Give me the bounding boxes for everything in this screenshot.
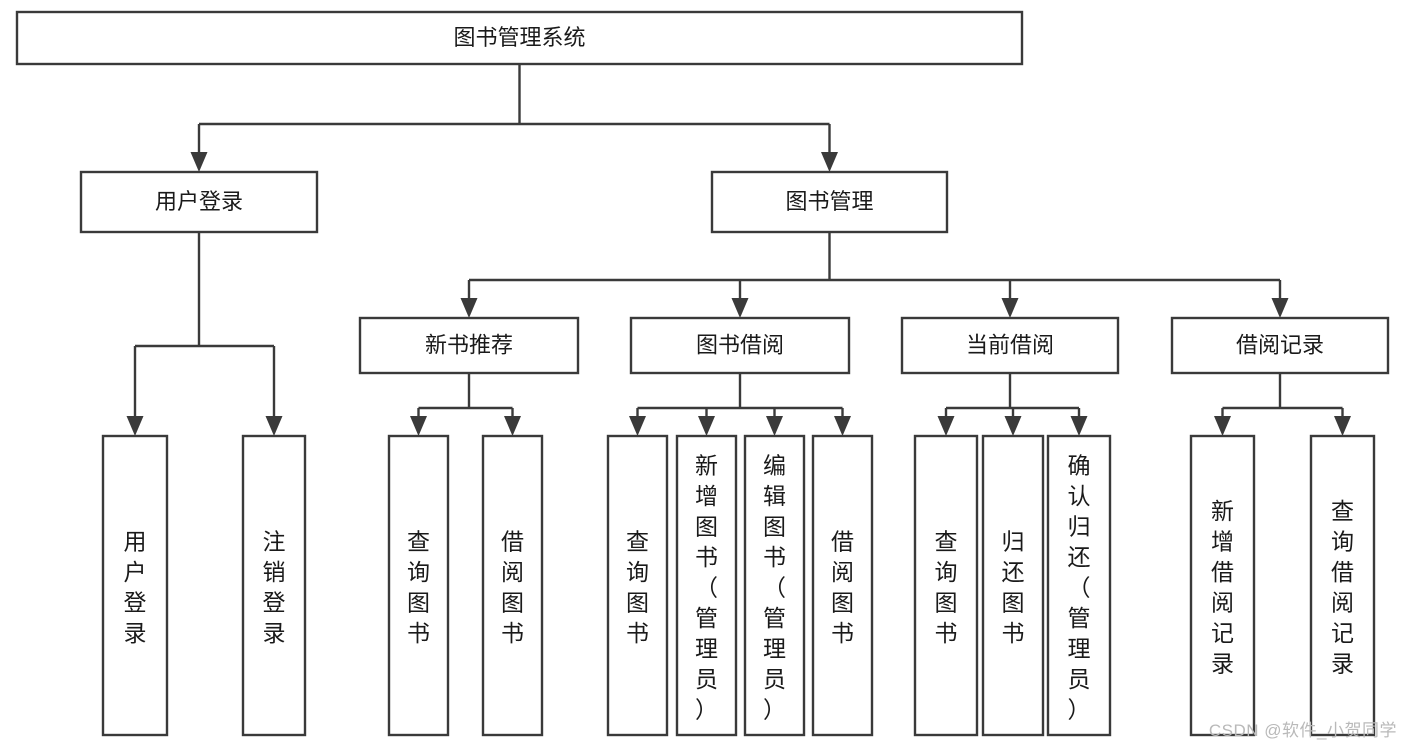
node-layer: 图书管理系统用户登录图书管理新书推荐图书借阅当前借阅借阅记录用户登录注销登录查询… bbox=[15, 10, 1390, 737]
node-leaf-leaf-add-borrow-record[interactable]: 新增借阅记录 bbox=[1189, 434, 1256, 737]
node-box-leaf-edit-book-admin[interactable] bbox=[743, 434, 806, 737]
node-leaf-leaf-return-book[interactable]: 归还图书 bbox=[981, 434, 1045, 737]
node-box-new-book-recommend[interactable] bbox=[358, 316, 580, 375]
node-box-leaf-return-book[interactable] bbox=[981, 434, 1045, 737]
edge-group-root bbox=[190, 64, 838, 172]
arrow-icon-edge-new-book-recommend-to-leaf-query-book-recommend bbox=[410, 416, 427, 436]
edge-group-user-login bbox=[126, 232, 283, 436]
node-box-leaf-user-login[interactable] bbox=[101, 434, 169, 737]
node-label-leaf-query-book-current: 查询图书 bbox=[935, 529, 958, 647]
arrow-icon-edge-book-management-to-new-book-recommend bbox=[460, 298, 478, 318]
arrow-icon-edge-current-borrow-to-leaf-return-book bbox=[1004, 416, 1022, 436]
node-label-leaf-borrow-book-recommend: 借阅图书 bbox=[501, 529, 524, 647]
arrow-icon-edge-book-borrow-to-leaf-borrow-book bbox=[834, 416, 851, 436]
node-leaf-leaf-query-book-recommend[interactable]: 查询图书 bbox=[387, 434, 450, 737]
node-leaf-leaf-borrow-book-recommend[interactable]: 借阅图书 bbox=[481, 434, 544, 737]
arrow-icon-edge-root-to-book-management bbox=[821, 152, 838, 172]
node-box-leaf-query-book-recommend[interactable] bbox=[387, 434, 450, 737]
node-label-leaf-confirm-return-admin: 确认归还（管理员） bbox=[1068, 452, 1091, 722]
node-box-root[interactable] bbox=[15, 10, 1024, 66]
node-label-book-borrow: 图书借阅 bbox=[696, 332, 784, 357]
node-label-user-login: 用户登录 bbox=[155, 189, 243, 214]
node-leaf-leaf-query-book-borrow[interactable]: 查询图书 bbox=[606, 434, 669, 737]
node-box-leaf-logout[interactable] bbox=[241, 434, 307, 737]
node-label-leaf-borrow-book: 借阅图书 bbox=[831, 529, 854, 647]
csdn-watermark: CSDN @软件_小贺同学 bbox=[1208, 721, 1397, 740]
node-box-leaf-query-book-borrow[interactable] bbox=[606, 434, 669, 737]
node-label-borrow-record: 借阅记录 bbox=[1236, 332, 1324, 357]
node-label-leaf-add-borrow-record: 新增借阅记录 bbox=[1211, 498, 1234, 677]
node-label-leaf-edit-book-admin: 编辑图书（管理员） bbox=[763, 452, 786, 722]
node-level3-book-borrow[interactable]: 图书借阅 bbox=[629, 316, 851, 375]
node-leaf-leaf-query-book-current[interactable]: 查询图书 bbox=[913, 434, 979, 737]
node-leaf-leaf-edit-book-admin[interactable]: 编辑图书（管理员） bbox=[743, 434, 806, 737]
node-box-borrow-record[interactable] bbox=[1170, 316, 1390, 375]
node-box-leaf-add-borrow-record[interactable] bbox=[1189, 434, 1256, 737]
arrow-icon-edge-borrow-record-to-leaf-add-borrow-record bbox=[1214, 416, 1231, 436]
node-level3-current-borrow[interactable]: 当前借阅 bbox=[900, 316, 1120, 375]
node-label-leaf-query-book-borrow: 查询图书 bbox=[626, 529, 649, 647]
node-box-current-borrow[interactable] bbox=[900, 316, 1120, 375]
arrow-icon-edge-root-to-user-login bbox=[190, 152, 208, 172]
connector-layer bbox=[126, 64, 1351, 436]
arrow-icon-edge-book-borrow-to-leaf-edit-book-admin bbox=[766, 416, 783, 436]
node-level3-new-book-recommend[interactable]: 新书推荐 bbox=[358, 316, 580, 375]
node-box-book-borrow[interactable] bbox=[629, 316, 851, 375]
edge-group-current-borrow bbox=[937, 373, 1088, 436]
node-leaf-leaf-confirm-return-admin[interactable]: 确认归还（管理员） bbox=[1046, 434, 1112, 737]
node-leaf-leaf-logout[interactable]: 注销登录 bbox=[241, 434, 307, 737]
node-label-leaf-user-login: 用户登录 bbox=[124, 529, 147, 647]
node-box-leaf-confirm-return-admin[interactable] bbox=[1046, 434, 1112, 737]
arrow-icon-edge-book-borrow-to-leaf-query-book-borrow bbox=[629, 416, 646, 436]
edge-group-borrow-record bbox=[1214, 373, 1351, 436]
node-label-book-management: 图书管理 bbox=[785, 189, 873, 214]
node-box-leaf-add-book-admin[interactable] bbox=[675, 434, 738, 737]
arrow-icon-edge-book-management-to-book-borrow bbox=[731, 298, 749, 318]
node-label-root: 图书管理系统 bbox=[453, 25, 585, 50]
node-label-leaf-add-book-admin: 新增图书（管理员） bbox=[695, 452, 718, 722]
node-leaf-leaf-user-login[interactable]: 用户登录 bbox=[101, 434, 169, 737]
node-label-leaf-logout: 注销登录 bbox=[263, 529, 286, 647]
arrow-icon-edge-book-borrow-to-leaf-add-book-admin bbox=[698, 416, 715, 436]
node-label-new-book-recommend: 新书推荐 bbox=[425, 332, 513, 357]
arrow-icon-edge-borrow-record-to-leaf-query-borrow-record bbox=[1334, 416, 1351, 436]
arrow-icon-edge-current-borrow-to-leaf-confirm-return-admin bbox=[1070, 416, 1088, 436]
node-label-leaf-query-book-recommend: 查询图书 bbox=[407, 529, 430, 647]
edge-group-book-borrow bbox=[629, 373, 851, 436]
edge-group-book-management bbox=[460, 232, 1289, 318]
arrow-icon-edge-user-login-to-leaf-logout bbox=[265, 416, 283, 436]
node-level2-book-management[interactable]: 图书管理 bbox=[710, 170, 949, 234]
arrow-icon-edge-book-management-to-borrow-record bbox=[1271, 298, 1289, 318]
arrow-icon-edge-user-login-to-leaf-user-login bbox=[126, 416, 144, 436]
edge-group-new-book-recommend bbox=[410, 373, 521, 436]
arrow-icon-edge-book-management-to-current-borrow bbox=[1001, 298, 1019, 318]
node-label-current-borrow: 当前借阅 bbox=[966, 332, 1054, 357]
arrow-icon-edge-current-borrow-to-leaf-query-book-current bbox=[937, 416, 955, 436]
node-box-book-management[interactable] bbox=[710, 170, 949, 234]
node-leaf-leaf-borrow-book[interactable]: 借阅图书 bbox=[811, 434, 874, 737]
node-box-user-login[interactable] bbox=[79, 170, 319, 234]
node-box-leaf-borrow-book[interactable] bbox=[811, 434, 874, 737]
node-root-root[interactable]: 图书管理系统 bbox=[15, 10, 1024, 66]
node-box-leaf-borrow-book-recommend[interactable] bbox=[481, 434, 544, 737]
node-level2-user-login[interactable]: 用户登录 bbox=[79, 170, 319, 234]
node-label-leaf-query-borrow-record: 查询借阅记录 bbox=[1331, 498, 1354, 677]
node-label-leaf-return-book: 归还图书 bbox=[1002, 529, 1025, 647]
node-leaf-leaf-query-borrow-record[interactable]: 查询借阅记录 bbox=[1309, 434, 1376, 737]
node-level3-borrow-record[interactable]: 借阅记录 bbox=[1170, 316, 1390, 375]
node-box-leaf-query-borrow-record[interactable] bbox=[1309, 434, 1376, 737]
arrow-icon-edge-new-book-recommend-to-leaf-borrow-book-recommend bbox=[504, 416, 521, 436]
node-leaf-leaf-add-book-admin[interactable]: 新增图书（管理员） bbox=[675, 434, 738, 737]
node-box-leaf-query-book-current[interactable] bbox=[913, 434, 979, 737]
